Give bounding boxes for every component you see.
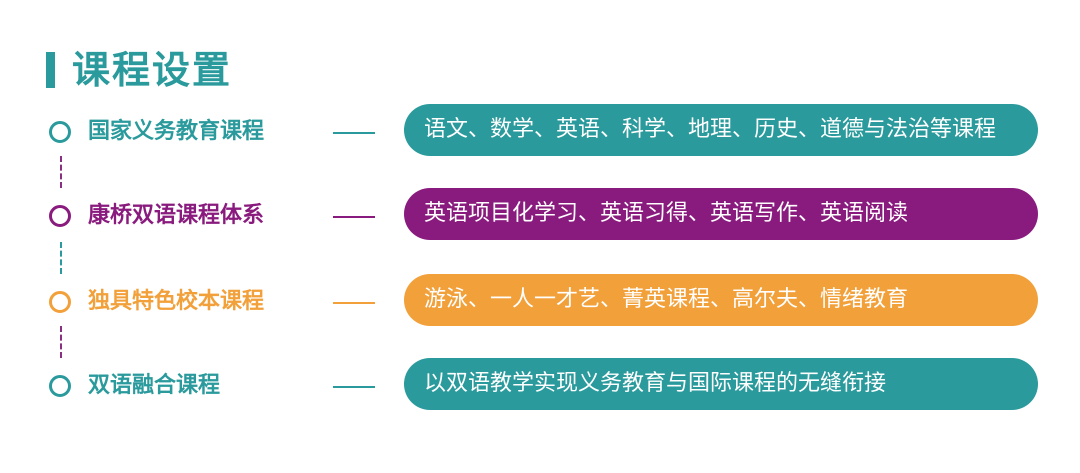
curriculum-detail-pill: 以双语教学实现义务教育与国际课程的无缝衔接: [404, 358, 1038, 410]
curriculum-row: 康桥双语课程体系 英语项目化学习、英语习得、英语写作、英语阅读: [0, 188, 1080, 248]
page-title: 课程设置: [72, 48, 233, 92]
curriculum-row: 双语融合课程 以双语教学实现义务教育与国际课程的无缝衔接: [0, 358, 1080, 418]
circle-marker-icon: [49, 291, 71, 313]
curriculum-detail-pill: 游泳、一人一才艺、菁英课程、高尔夫、情绪教育: [404, 274, 1038, 326]
curriculum-row: 国家义务教育课程 语文、数学、英语、科学、地理、历史、道德与法治等课程: [0, 104, 1080, 164]
dash-connector: [333, 132, 375, 134]
connector-line: [60, 242, 62, 274]
connector-line: [60, 156, 62, 188]
title-accent-bar: [46, 52, 55, 88]
curriculum-detail-pill: 语文、数学、英语、科学、地理、历史、道德与法治等课程: [404, 104, 1038, 156]
dash-connector: [333, 302, 375, 304]
circle-marker-icon: [49, 205, 71, 227]
curriculum-row: 独具特色校本课程 游泳、一人一才艺、菁英课程、高尔夫、情绪教育: [0, 274, 1080, 334]
dash-connector: [333, 216, 375, 218]
curriculum-detail-pill: 英语项目化学习、英语习得、英语写作、英语阅读: [404, 188, 1038, 240]
dash-connector: [333, 386, 375, 388]
connector-line: [60, 326, 62, 358]
curriculum-label: 国家义务教育课程: [88, 119, 265, 144]
curriculum-label: 康桥双语课程体系: [88, 203, 265, 228]
circle-marker-icon: [49, 375, 71, 397]
circle-marker-icon: [49, 121, 71, 143]
curriculum-label: 独具特色校本课程: [88, 289, 265, 314]
curriculum-label: 双语融合课程: [88, 373, 221, 398]
